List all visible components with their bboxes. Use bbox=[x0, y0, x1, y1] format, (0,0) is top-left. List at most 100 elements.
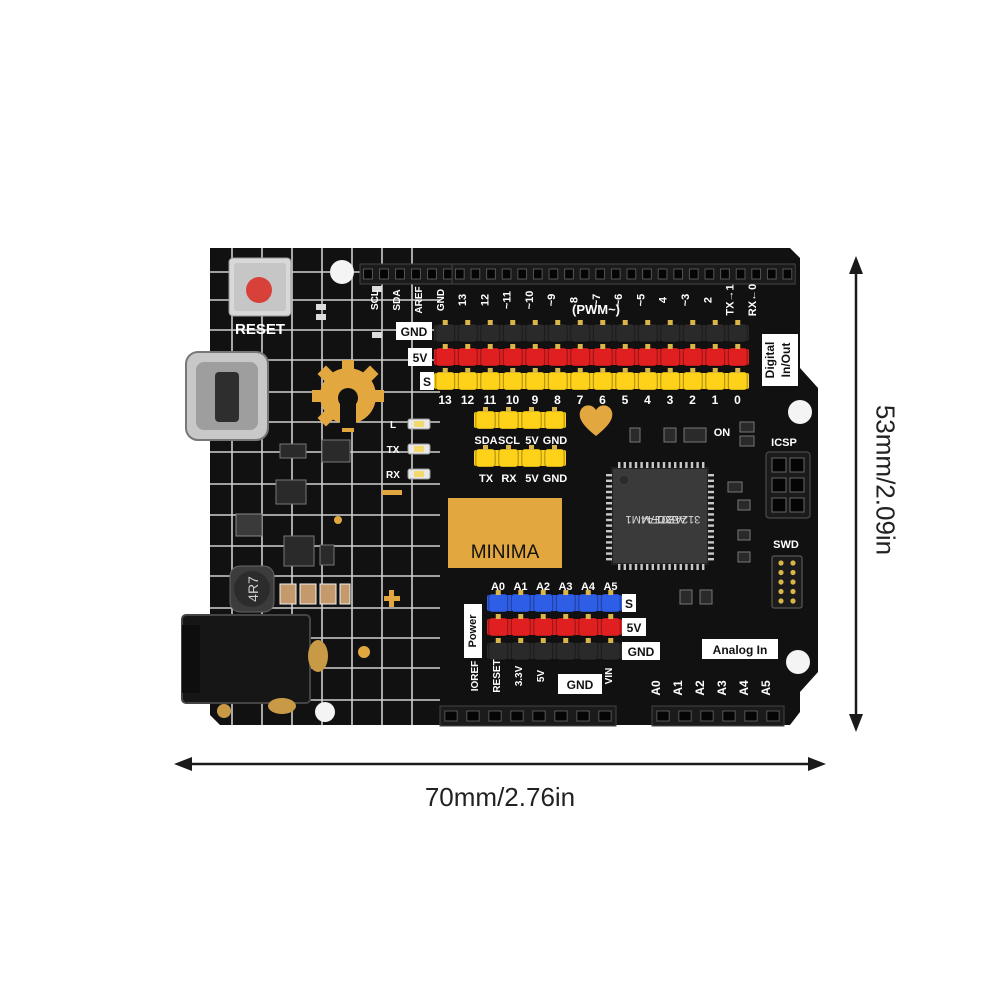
digital-number-7: 6 bbox=[599, 393, 606, 407]
vcc-pin bbox=[682, 347, 703, 367]
icsp-socket bbox=[771, 497, 787, 513]
vcc-pin bbox=[637, 347, 658, 367]
gnd-pin bbox=[480, 323, 501, 343]
header-socket bbox=[379, 268, 389, 280]
header-socket bbox=[751, 268, 762, 280]
gnd-pin bbox=[660, 323, 681, 343]
digital-number-2: 11 bbox=[484, 393, 497, 407]
digital-row-5v: 5V bbox=[413, 351, 428, 365]
analog-top-label-0: A0 bbox=[491, 581, 505, 593]
analog-vcc-pin bbox=[488, 617, 509, 637]
power-label-2: 3.3V bbox=[514, 665, 525, 686]
i2c-label-0: SDA bbox=[474, 435, 497, 447]
top-pin-number-11: 2 bbox=[702, 297, 714, 303]
reset-label: RESET bbox=[235, 321, 285, 338]
top-pin-number-3: ~10 bbox=[524, 291, 536, 310]
height-dimension-arrow bbox=[849, 256, 863, 732]
header-socket bbox=[517, 268, 528, 280]
header-socket bbox=[443, 268, 453, 280]
top-pin-number-9: 4 bbox=[658, 296, 670, 303]
digital-breakout-pins bbox=[434, 320, 749, 391]
i2c-label-2: 5V bbox=[525, 435, 539, 447]
signal-pin bbox=[705, 371, 726, 391]
swd-pin bbox=[790, 588, 796, 595]
header-socket bbox=[470, 268, 481, 280]
chip-text-2: 312AZ01 bbox=[656, 513, 701, 525]
header-socket bbox=[554, 710, 568, 722]
signal-pin bbox=[615, 371, 636, 391]
header-socket bbox=[363, 268, 373, 280]
header-socket bbox=[744, 710, 758, 722]
header-socket bbox=[427, 268, 437, 280]
vcc-pin bbox=[592, 347, 613, 367]
signal-pin bbox=[435, 371, 456, 391]
analog-breakout-pins bbox=[487, 590, 622, 661]
uart-label-0: TX bbox=[479, 473, 494, 485]
digital-number-13: 0 bbox=[734, 393, 741, 407]
analog-signal-pin bbox=[533, 593, 554, 613]
analog-vcc-pin bbox=[533, 617, 554, 637]
minima-logo-box bbox=[448, 498, 562, 568]
gnd-pin bbox=[592, 323, 613, 343]
chip-text-1: AB3CFM bbox=[642, 513, 687, 525]
gnd-pin bbox=[435, 323, 456, 343]
vcc-pin bbox=[502, 347, 523, 367]
header-socket bbox=[576, 710, 590, 722]
header-socket bbox=[610, 268, 621, 280]
signal-pin bbox=[547, 371, 568, 391]
analog-vcc-pin bbox=[510, 617, 531, 637]
gnd-pin bbox=[727, 323, 748, 343]
minima-label: MINIMA bbox=[471, 542, 540, 563]
header-socket bbox=[564, 268, 574, 280]
i2c-label-3: GND bbox=[543, 435, 568, 447]
mounting-hole bbox=[330, 260, 354, 284]
top-pin-number-7: ~6 bbox=[613, 294, 625, 307]
header-socket bbox=[488, 710, 502, 722]
header-socket bbox=[466, 710, 480, 722]
analog-header-label-3: A3 bbox=[715, 680, 729, 696]
vcc-pin bbox=[547, 347, 568, 367]
analog-vcc-pin bbox=[600, 617, 621, 637]
signal-pin bbox=[480, 371, 501, 391]
analog-gnd-pin bbox=[488, 641, 509, 661]
analog-vcc-pin bbox=[555, 617, 576, 637]
uart-label-3: GND bbox=[543, 473, 568, 485]
analog-in-label-box bbox=[702, 639, 778, 659]
swd-pin bbox=[778, 598, 784, 604]
digital-side-label-1: Digital bbox=[763, 342, 777, 379]
header-socket bbox=[579, 268, 590, 280]
header-socket bbox=[444, 710, 458, 722]
header-socket bbox=[766, 268, 777, 280]
signal-pin bbox=[525, 371, 546, 391]
vcc-pin bbox=[705, 347, 726, 367]
width-dimension-arrow bbox=[174, 757, 826, 771]
signal-pin bbox=[502, 371, 523, 391]
header-socket bbox=[626, 268, 637, 280]
analog-header-label-0: A0 bbox=[649, 680, 663, 696]
header-socket bbox=[678, 710, 692, 722]
analog-row-s: S bbox=[625, 597, 633, 611]
vcc-pin bbox=[570, 347, 591, 367]
dc-barrel-jack bbox=[181, 614, 328, 718]
icsp-socket bbox=[789, 457, 805, 473]
vcc-pin bbox=[480, 347, 501, 367]
top-pin-number-12: TX→1 bbox=[725, 284, 737, 315]
plus-marks bbox=[334, 490, 402, 658]
analog-top-label-2: A2 bbox=[536, 581, 550, 593]
vcc-pin bbox=[615, 347, 636, 367]
analog-gnd-pin bbox=[533, 641, 554, 661]
analog-female-header bbox=[651, 705, 785, 727]
uart-pin bbox=[498, 448, 519, 468]
i2c-pin bbox=[475, 410, 496, 430]
inductor-label: 4R7 bbox=[245, 576, 261, 602]
header-socket bbox=[704, 268, 715, 280]
signal-pin bbox=[592, 371, 613, 391]
uart-pin bbox=[544, 448, 565, 468]
analog-row-gnd: GND bbox=[628, 645, 655, 659]
top-pin-number-10: ~3 bbox=[680, 294, 692, 307]
width-dimension-label: 70mm/2.76in bbox=[424, 782, 576, 812]
digital-number-3: 10 bbox=[506, 393, 520, 407]
gnd-pin bbox=[502, 323, 523, 343]
digital-side-label-2: In/Out bbox=[779, 343, 793, 378]
